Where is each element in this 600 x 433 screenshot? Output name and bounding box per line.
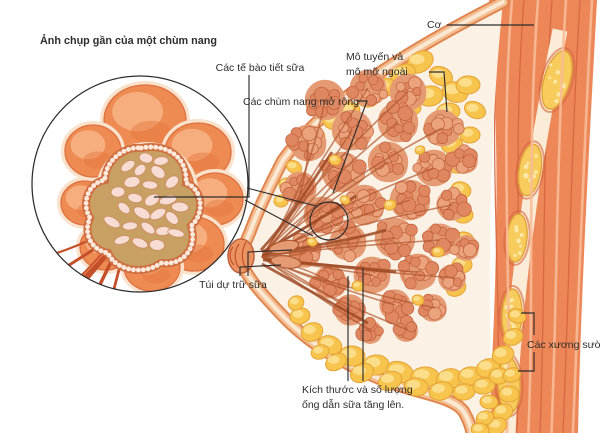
inset-circle-border bbox=[31, 75, 249, 293]
label-muscle: Cơ bbox=[427, 19, 442, 31]
zoom-link-upper bbox=[246, 187, 317, 207]
zoom-link-lower bbox=[244, 199, 314, 237]
label-gland-fat: Mô tuyến và mô mỡ ngoài bbox=[346, 50, 408, 79]
annotation-lines bbox=[154, 24, 535, 381]
alveoli-closeup-inset bbox=[31, 75, 249, 293]
label-milk-sinus: Túi dự trữ sữa bbox=[199, 279, 267, 291]
label-duct-growth: Kích thước và số lượng ống dẫn sữa tăng … bbox=[302, 383, 413, 412]
nipple bbox=[227, 238, 255, 274]
line-gland-fat bbox=[429, 71, 448, 113]
line-sinus-a bbox=[239, 264, 282, 276]
label-ribs: Các xương sườn bbox=[527, 339, 600, 351]
fat-lobules-scattered bbox=[306, 145, 445, 306]
line-sinus-b bbox=[247, 249, 293, 276]
line-ribs-lower bbox=[518, 352, 535, 372]
magnified-region-circle bbox=[309, 201, 349, 241]
line-expanded-clusters bbox=[332, 100, 368, 194]
label-expanded-clusters: Các chùm nang mở rộng bbox=[243, 96, 360, 108]
fat-tissue-lower bbox=[287, 295, 527, 433]
inset-title: Ảnh chụp gần của một chùm nang bbox=[40, 35, 217, 47]
label-milk-cells: Các tế bào tiết sữa bbox=[215, 62, 305, 74]
milk-ducts bbox=[259, 87, 456, 333]
label-duct-growth-line2: ống dẫn sữa tăng lên. bbox=[302, 398, 405, 411]
line-milk-cells bbox=[154, 75, 250, 198]
label-duct-growth-line1: Kích thước và số lượng bbox=[302, 384, 413, 396]
label-gland-fat-line2: mô mỡ ngoài bbox=[346, 65, 408, 78]
chest-wall-muscle bbox=[488, 0, 597, 433]
line-ribs-upper bbox=[521, 312, 535, 335]
label-gland-fat-line1: Mô tuyến và bbox=[346, 51, 404, 63]
